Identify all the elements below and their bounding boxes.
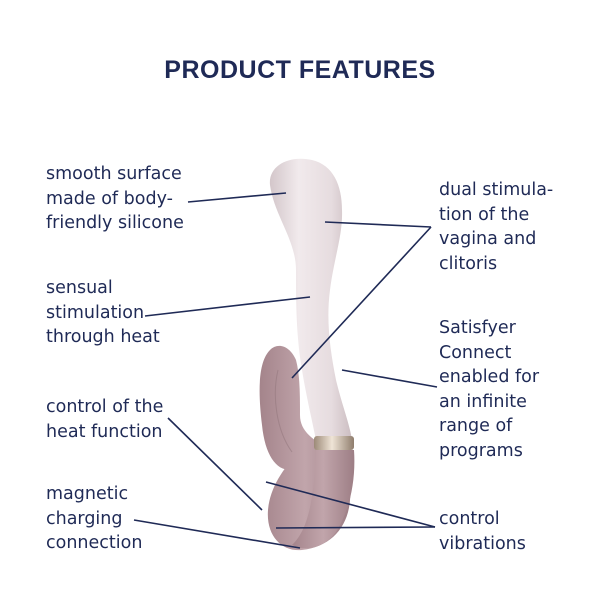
feature-magnetic-charging: magnetic charging connection	[46, 482, 142, 556]
feature-line: made of body-	[46, 188, 173, 209]
feature-line: an infinite	[439, 391, 527, 412]
feature-line: dual stimula-	[439, 180, 554, 200]
feature-line: programs	[439, 440, 523, 461]
feature-line: sensual	[46, 278, 113, 298]
page-title: PRODUCT FEATURES	[164, 56, 436, 84]
feature-line: charging	[46, 508, 123, 529]
feature-dual-stimulation: dual stimula- tion of the vagina and cli…	[439, 178, 553, 276]
feature-satisfyer-connect: Satisfyer Connect enabled for an infinit…	[439, 316, 539, 463]
leader-lines	[133, 192, 438, 549]
feature-line: enabled for	[439, 367, 540, 387]
feature-line: Satisfyer	[439, 318, 516, 338]
feature-heat-stimulation: sensual stimulation through heat	[46, 276, 160, 350]
feature-line: connection	[46, 533, 143, 553]
feature-line: magnetic	[46, 484, 129, 504]
feature-line: friendly silicone	[46, 213, 184, 233]
handle-base	[292, 450, 355, 549]
feature-line: smooth surface	[46, 164, 182, 184]
feature-line: control	[439, 509, 500, 529]
feature-heat-control: control of the heat function	[46, 395, 163, 444]
shaft	[269, 158, 352, 440]
feature-line: range of	[439, 416, 513, 436]
feature-control-vibrations: control vibrations	[439, 507, 526, 556]
feature-smooth-surface: smooth surface made of body- friendly si…	[46, 162, 184, 236]
feature-line: vibrations	[439, 533, 526, 554]
feature-line: Connect	[439, 342, 512, 363]
feature-line: vagina and	[439, 229, 537, 249]
metal-ring	[314, 436, 354, 450]
feature-line: heat function	[46, 421, 163, 442]
feature-line: control of the	[46, 397, 164, 417]
feature-line: stimulation	[46, 302, 145, 323]
feature-line: through heat	[46, 327, 160, 347]
feature-line: clitoris	[439, 253, 498, 274]
feature-line: tion of the	[439, 204, 530, 225]
